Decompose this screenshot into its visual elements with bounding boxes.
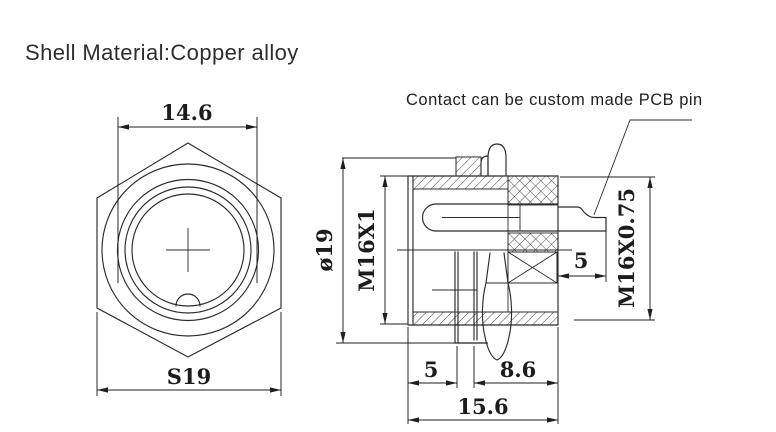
dim-total-length-label: 15.6	[457, 394, 508, 419]
arrowhead	[340, 332, 346, 343]
arrowhead	[382, 176, 388, 187]
arrowhead	[118, 124, 129, 130]
center-crosshair	[166, 228, 210, 272]
arrowhead	[558, 273, 569, 279]
pcb-pin-annotation: Contact can be custom made PCB pin	[406, 91, 703, 109]
dim-pin-length-label: 5	[574, 248, 589, 273]
dim-front-thread: M16X1	[354, 175, 408, 325]
arrowhead	[474, 380, 485, 386]
dim-body-length-label: 8.6	[500, 357, 537, 382]
dim-hex-label: S19	[167, 364, 211, 389]
dim-front-width: 14.6	[117, 100, 258, 283]
arrowhead	[547, 417, 558, 423]
arrowhead	[246, 124, 257, 130]
mounting-flange-section	[455, 156, 482, 177]
arrowhead	[408, 380, 419, 386]
arrowhead	[647, 309, 653, 320]
dim-rear-thread-label: M16X0.75	[614, 188, 639, 308]
shell-material-title: Shell Material:Copper alloy	[25, 40, 299, 65]
inner-bore-circle	[131, 193, 245, 307]
dim-hex-across-flats: S19	[96, 312, 282, 396]
insulator-section	[507, 175, 559, 312]
arrowhead	[647, 177, 653, 188]
flange-nut-exterior	[432, 251, 513, 361]
retainer-box	[507, 251, 558, 284]
dim-front-width-label: 14.6	[161, 100, 212, 125]
arrowhead	[595, 273, 606, 279]
arrowhead	[382, 313, 388, 324]
dim-flange-diameter: ø19	[312, 157, 488, 344]
hex-body-outline	[96, 142, 282, 358]
arrowhead	[408, 417, 419, 423]
arrowhead	[547, 380, 558, 386]
dim-front-offset-label: 5	[424, 357, 439, 382]
annotation-leader-line	[593, 119, 692, 216]
dim-rear-thread: M16X0.75	[560, 176, 655, 321]
nut-step-bump	[480, 155, 489, 177]
dim-front-offset: 5	[407, 327, 458, 424]
dim-total-length: 15.6	[408, 394, 558, 423]
arrowhead	[270, 387, 281, 393]
pcb-pin	[557, 206, 607, 232]
side-view: ø19 M16X1 M16X0.75 5	[312, 143, 655, 424]
shell-circle-outer	[101, 163, 275, 337]
dim-body-length: 8.6	[473, 327, 559, 424]
dim-front-thread-label: M16X1	[354, 208, 379, 291]
arrowhead	[340, 158, 346, 169]
thread-circle	[116, 178, 260, 322]
dim-pin-length: 5	[558, 217, 607, 282]
arrowhead	[446, 380, 457, 386]
socket-contact	[421, 203, 559, 232]
front-view: 14.6 S19	[96, 100, 282, 396]
keyway-notch	[175, 293, 201, 307]
arrowhead	[97, 387, 108, 393]
socket-ring-circle	[124, 186, 252, 314]
coupling-nut-profile	[481, 282, 513, 361]
nut-dome	[487, 143, 507, 177]
dim-flange-diameter-label: ø19	[312, 228, 337, 271]
